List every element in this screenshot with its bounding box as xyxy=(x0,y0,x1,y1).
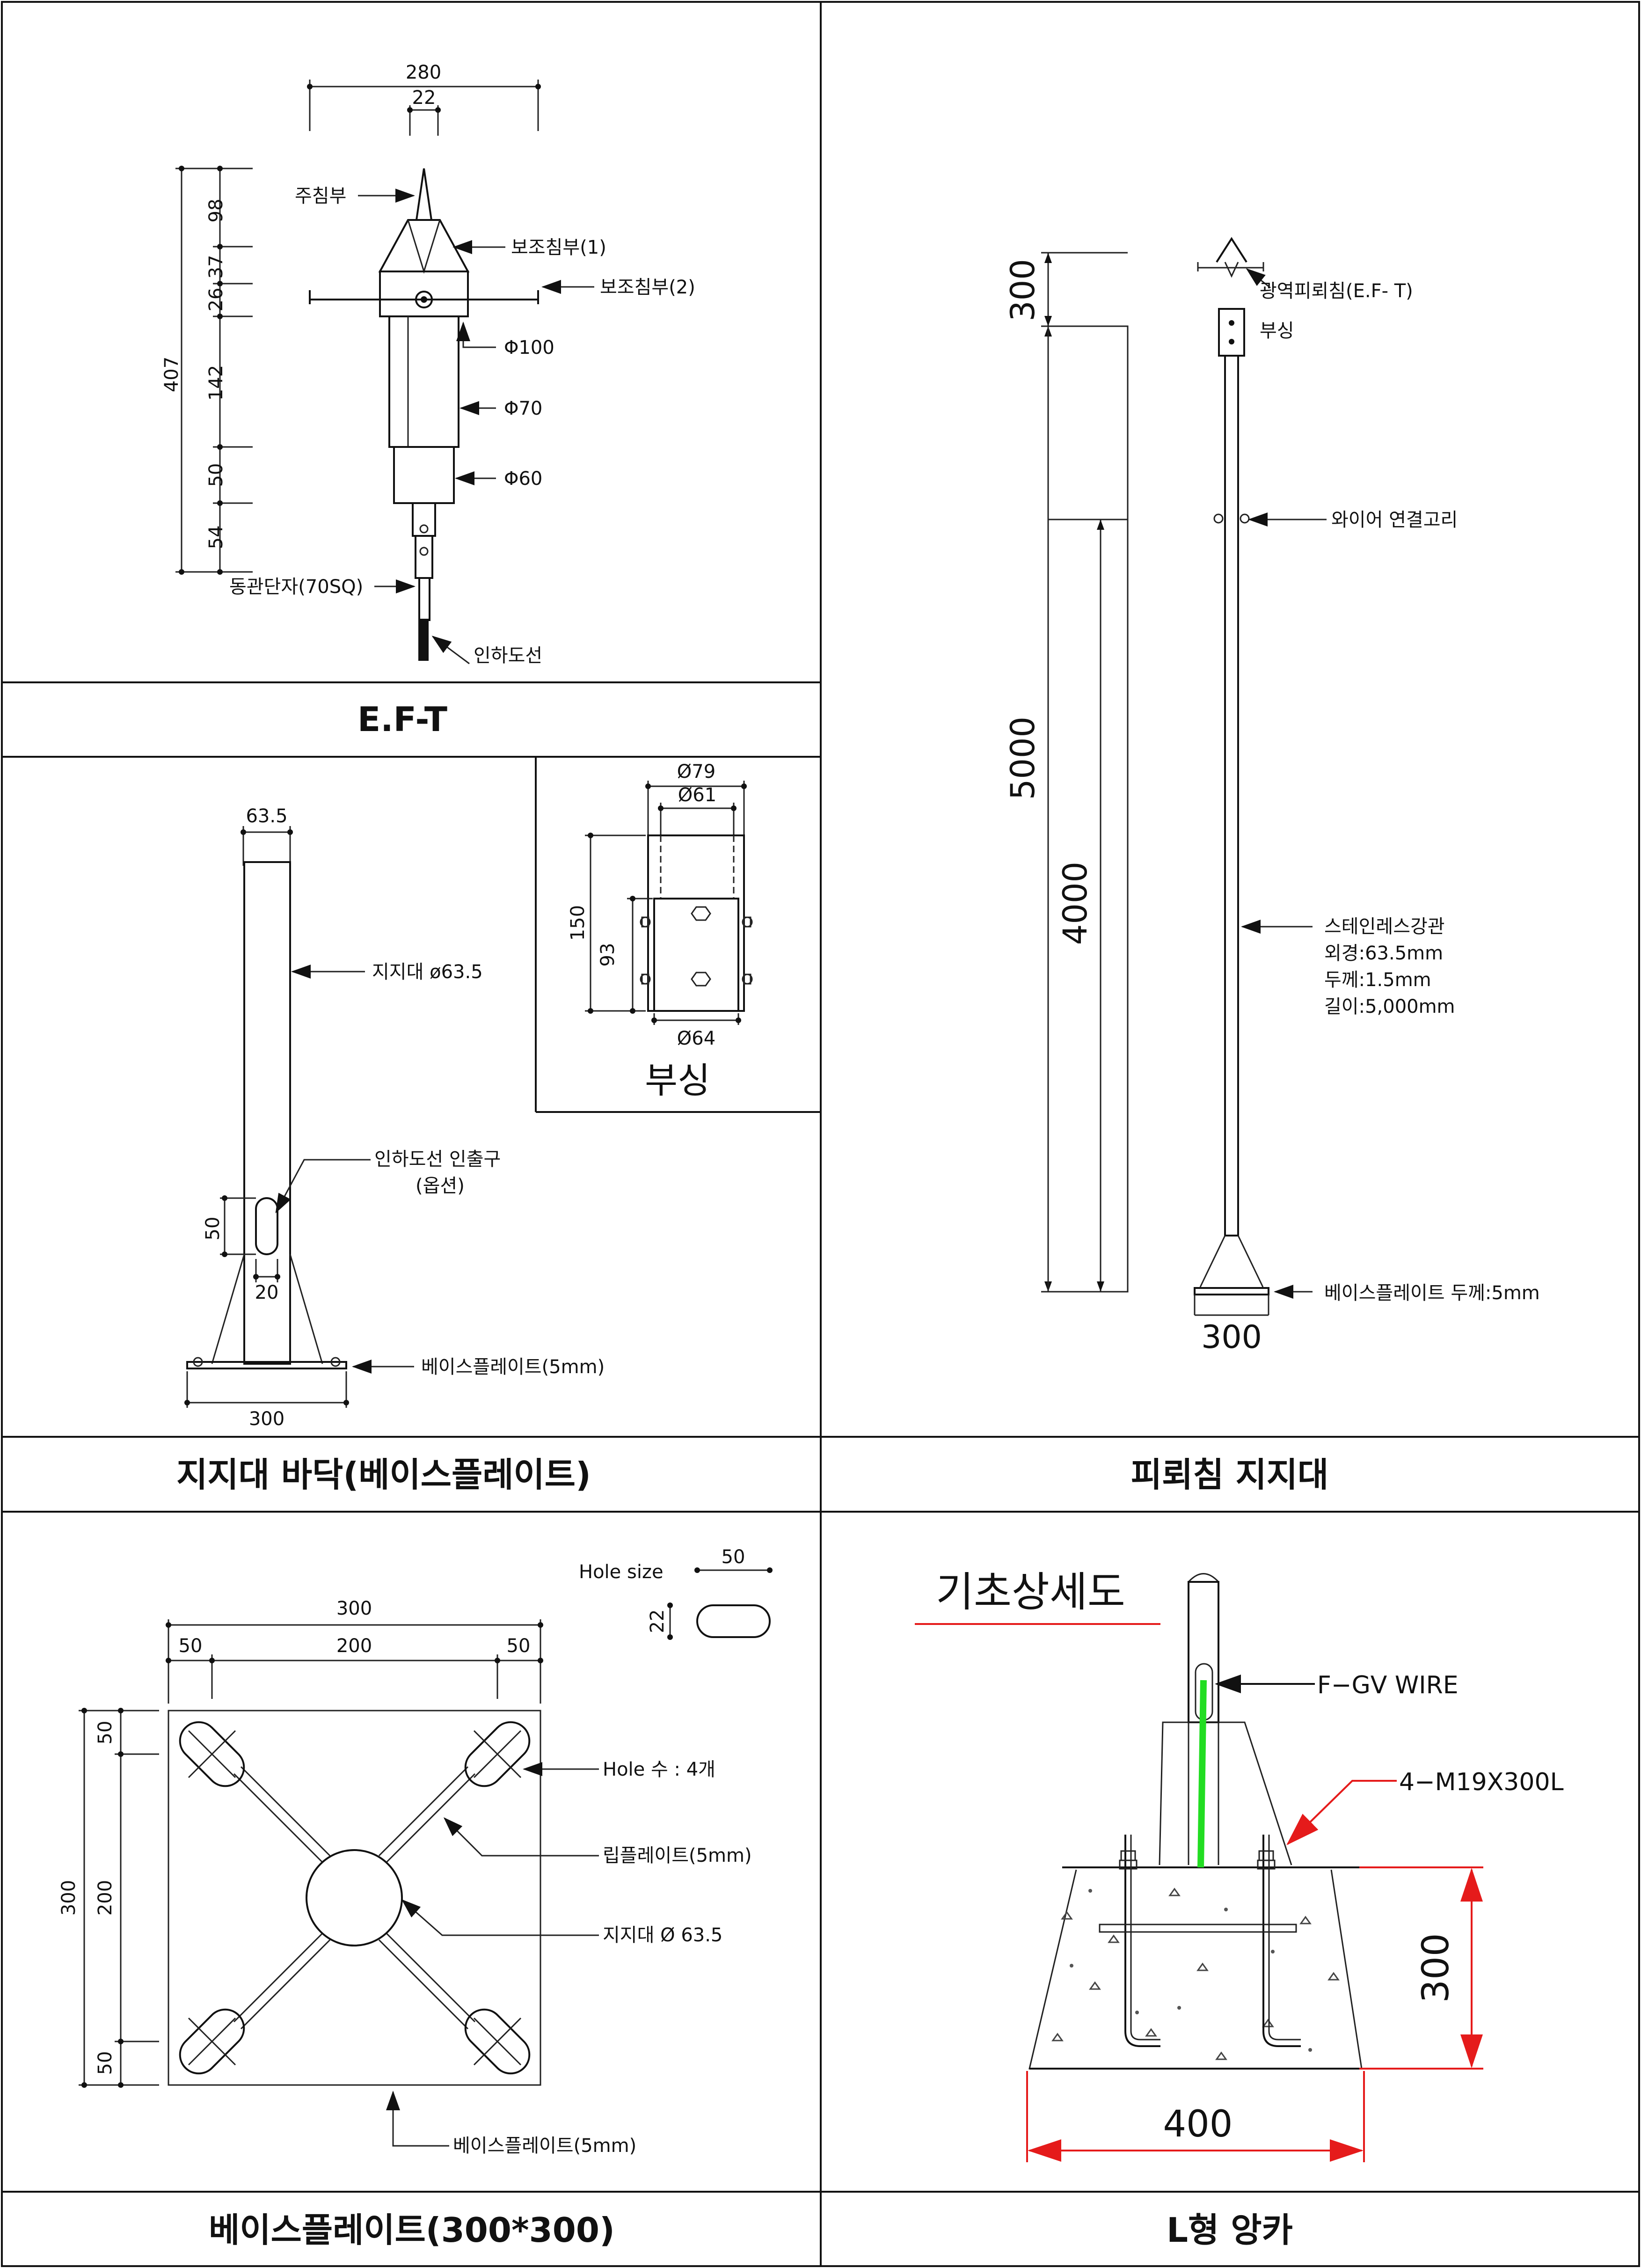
pole-drawing: 300 5000 4000 300 광역피뢰침(E.F- T) 부싱 와이어 연… xyxy=(1004,237,1540,1356)
eft-drawing: 280 22 98 37 26 142 50 54 407 xyxy=(161,62,695,666)
label-baseplate: 베이스플레이트 두께:5mm xyxy=(1324,1282,1540,1304)
label-main-tip: 주침부 xyxy=(295,185,346,207)
dim-37: 37 xyxy=(205,255,227,279)
dim-407: 407 xyxy=(161,357,182,392)
label-outlet1: 인하도선 인출구 xyxy=(374,1149,501,1170)
label-wire-ring: 와이어 연결고리 xyxy=(1331,509,1458,531)
dim-depth: 300 xyxy=(1415,1933,1457,2003)
label-bushing: 부싱 xyxy=(1260,320,1294,342)
label-outlet2: (옵션) xyxy=(416,1175,465,1197)
dim-h50b: 50 xyxy=(95,2051,116,2075)
dim-hole-w: 50 xyxy=(722,1546,745,1568)
label-pipe: 스테인레스강관 xyxy=(1324,916,1445,937)
label-lug: 동관단자(70SQ) xyxy=(229,576,363,598)
label-pole: 지지대 Ø 63.5 xyxy=(603,1924,722,1946)
label-hole-size: Hole size xyxy=(579,1561,664,1583)
label-hole-count: Hole 수 : 4개 xyxy=(603,1759,715,1780)
label-rib: 립플레이트(5mm) xyxy=(603,1845,752,1866)
label-pole: 지지대 ø63.5 xyxy=(372,961,483,983)
title-pole: 피뢰침 지지대 xyxy=(1131,1455,1329,1494)
label-aux2: 보조침부(2) xyxy=(600,277,695,298)
title-eft: E.F-T xyxy=(357,700,447,739)
label-length: 길이:5,000mm xyxy=(1324,996,1455,1017)
dim-base: 300 xyxy=(1201,1319,1262,1356)
support-base-drawing: 63.5 50 20 300 지지대 ø63.5 인하도선 인출구 (옵션) 베… xyxy=(184,805,605,1430)
dim-280: 280 xyxy=(406,62,441,83)
dim-lower: 4000 xyxy=(1056,862,1094,945)
dim-total: 5000 xyxy=(1004,717,1042,800)
bushing-title: 부싱 xyxy=(645,1060,710,1101)
title-support-base: 지지대 바닥(베이스플레이트) xyxy=(176,1455,591,1494)
label-bolt: 4−M19X300L xyxy=(1399,1768,1564,1796)
dim-d79: Ø79 xyxy=(677,761,715,783)
dim-50: 50 xyxy=(205,463,227,487)
label-baseplate: 베이스플레이트(5mm) xyxy=(421,1356,605,1378)
dim-hole-h: 22 xyxy=(647,1610,668,1633)
dim-d61: Ø61 xyxy=(678,784,716,806)
dim-pipe: 63.5 xyxy=(246,805,287,827)
dim-54: 54 xyxy=(205,526,227,549)
dim-top: 300 xyxy=(1004,259,1042,322)
label-od: 외경:63.5mm xyxy=(1324,943,1443,964)
dim-142: 142 xyxy=(205,365,227,401)
label-thick: 두께:1.5mm xyxy=(1324,969,1431,991)
dim-w200: 200 xyxy=(336,1635,372,1657)
dim-base: 300 xyxy=(249,1408,284,1430)
dim-98: 98 xyxy=(205,199,227,223)
label-d60: Φ60 xyxy=(504,468,542,490)
label-d70: Φ70 xyxy=(504,398,542,419)
dim-26: 26 xyxy=(205,288,227,312)
label-eft: 광역피뢰침(E.F- T) xyxy=(1260,280,1413,302)
dim-d64: Ø64 xyxy=(677,1028,715,1049)
title-baseplate: 베이스플레이트(300*300) xyxy=(209,2210,615,2250)
dim-slot-h: 50 xyxy=(202,1217,224,1241)
dim-h150: 150 xyxy=(567,905,589,941)
label-baseplate: 베이스플레이트(5mm) xyxy=(453,2135,636,2157)
dim-h300: 300 xyxy=(58,1880,80,1916)
label-aux1: 보조침부(1) xyxy=(511,237,606,258)
dim-slot-w: 20 xyxy=(255,1282,279,1303)
baseplate-drawing: Hole size 50 22 300 50 200 50 300 50 200… xyxy=(58,1546,773,2157)
label-wire: F−GV WIRE xyxy=(1317,1671,1459,1699)
anchor-drawing: 기초상세도 F−GV WIR xyxy=(915,1568,1564,2162)
dim-width: 400 xyxy=(1163,2103,1233,2145)
dim-22: 22 xyxy=(412,87,436,109)
dim-w50b: 50 xyxy=(507,1635,531,1657)
label-downlead: 인하도선 xyxy=(474,645,542,666)
anchor-heading: 기초상세도 xyxy=(936,1568,1125,1616)
dim-h200: 200 xyxy=(95,1880,116,1916)
label-d100: Φ100 xyxy=(504,337,554,358)
dim-w300: 300 xyxy=(336,1598,372,1619)
title-anchor: L형 앙카 xyxy=(1167,2210,1293,2250)
dim-h50a: 50 xyxy=(95,1721,116,1745)
dim-h93: 93 xyxy=(597,943,619,967)
bushing-drawing: Ø79 Ø61 150 93 Ø64 부싱 xyxy=(567,761,753,1101)
dim-w50a: 50 xyxy=(179,1635,203,1657)
